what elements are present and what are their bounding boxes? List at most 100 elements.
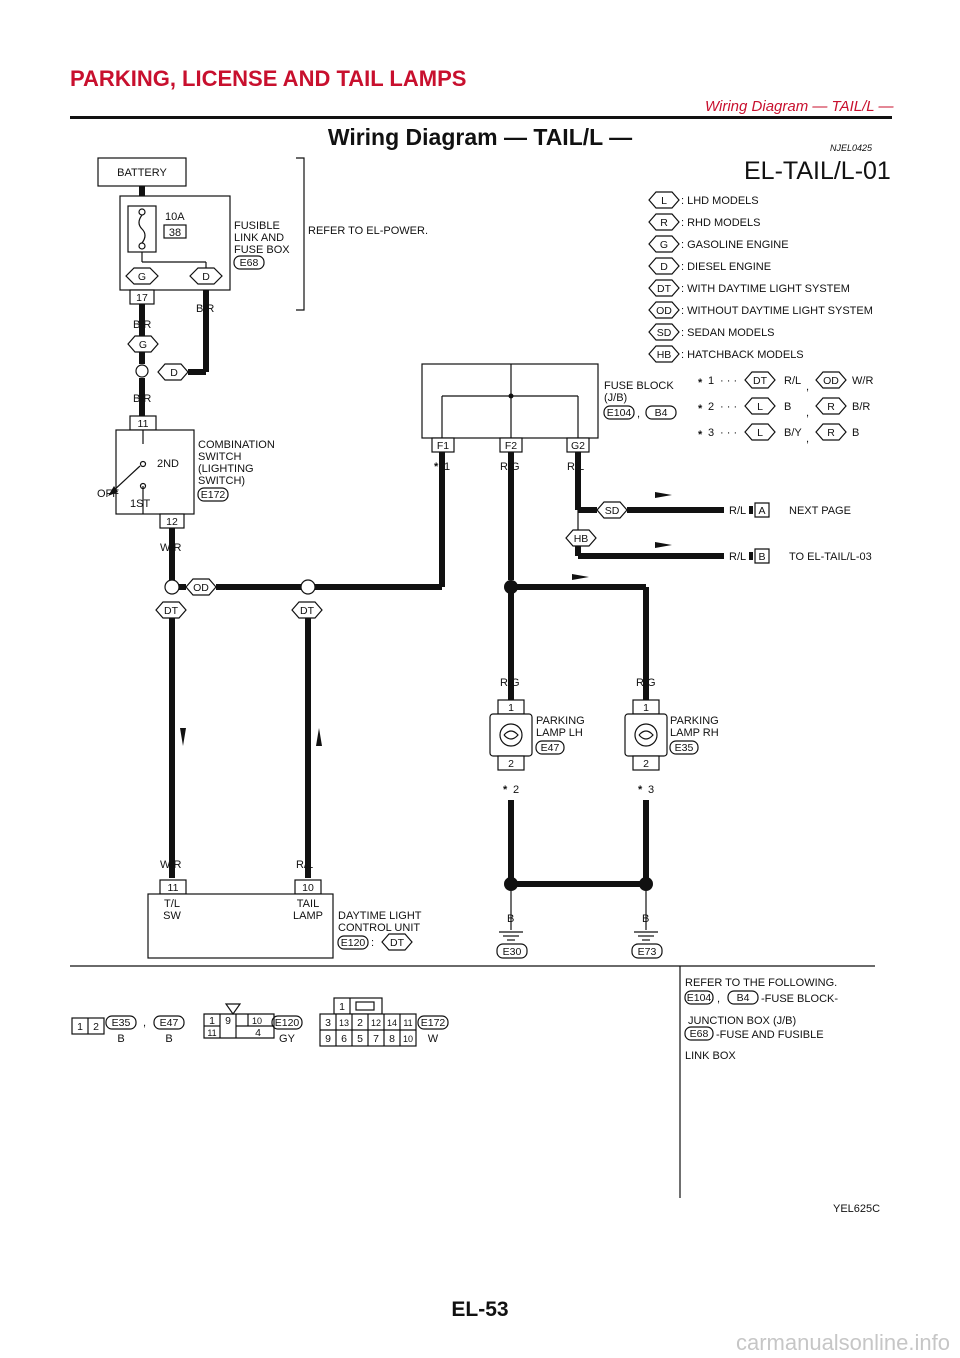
star-note-comma: , xyxy=(806,407,809,419)
watermark: carmanualsonline.info xyxy=(735,1330,950,1355)
cv2-pin-1: 1 xyxy=(209,1015,215,1027)
cv3-pin: 8 xyxy=(389,1033,395,1045)
star-note-tag-a-shape xyxy=(744,423,776,441)
combination-switch: 11 2ND 1ST OFF 12 COMBINATION SWITCH (LI… xyxy=(97,415,275,529)
cv3-top: 1 xyxy=(339,1001,345,1013)
dtcu-pin-11: 11 xyxy=(168,882,179,894)
refer-l3: JUNCTION BOX (J/B) xyxy=(688,1015,796,1027)
cv1-pin-2: 2 xyxy=(93,1021,99,1033)
switch-pin-11: 11 xyxy=(138,418,149,430)
cv1-c1: E35 xyxy=(112,1017,131,1029)
refer-l4: -FUSE AND FUSIBLE xyxy=(716,1029,824,1041)
fuse-connector: E68 xyxy=(240,257,259,269)
dtcu-name-l2: CONTROL UNIT xyxy=(338,922,420,934)
star-note-color-a: B/Y xyxy=(784,427,802,439)
connector-a-text: NEXT PAGE xyxy=(789,505,851,517)
fuse-block-conn-a: E104 xyxy=(607,407,632,419)
diagram-id: EL-TAIL/L-01 xyxy=(744,157,891,185)
cv3-pin: 14 xyxy=(387,1018,397,1028)
parking-lamp-lh: 1 2 PARKING LAMP LH E47 xyxy=(489,699,585,771)
wire-star-1: 1 xyxy=(444,461,450,473)
fuse-number: 38 xyxy=(169,227,181,239)
cv3-pin: 12 xyxy=(371,1018,381,1028)
refer-c2: B4 xyxy=(737,992,750,1004)
page-number: EL-53 xyxy=(451,1298,509,1321)
cv1-col2: B xyxy=(165,1033,172,1045)
wire-rl-a: R/L xyxy=(729,505,746,517)
battery-box: BATTERY xyxy=(97,157,187,187)
cv2-color: GY xyxy=(279,1033,296,1045)
cv3-pin: 9 xyxy=(325,1033,331,1045)
star-note-tag-b: R xyxy=(827,427,835,439)
switch-pos-off: OFF xyxy=(97,488,119,500)
legend-tag-g-shape xyxy=(648,235,680,253)
legend-tag-dt-shape xyxy=(648,279,680,297)
star-note-tag-b-shape xyxy=(815,397,847,415)
star-note-dots: · · · xyxy=(720,375,737,387)
connector-b-letter: B xyxy=(758,551,765,563)
star-note-tag-a: DT xyxy=(753,375,768,387)
refer-l2: -FUSE BLOCK- xyxy=(761,993,838,1005)
switch-pos-1st: 1ST xyxy=(130,498,150,510)
fuse-block-g2: G2 xyxy=(571,440,585,452)
cv3-pin: 3 xyxy=(325,1017,331,1029)
star-mark: * xyxy=(698,429,703,441)
star-note-label: 1 xyxy=(708,375,714,387)
header-rule xyxy=(70,116,892,119)
fuse-name-l3: FUSE BOX xyxy=(234,244,290,256)
legend-tag-sd-shape xyxy=(648,323,680,341)
star-note-tag-b-shape xyxy=(815,423,847,441)
legend-tag-sd: SD xyxy=(657,327,672,339)
legend-tag-g: G xyxy=(660,239,668,251)
fuse-block-f1: F1 xyxy=(437,440,449,452)
legend-text-g: : GASOLINE ENGINE xyxy=(681,239,789,251)
star-note-tag-a-shape xyxy=(744,397,776,415)
star-note-tag-a: L xyxy=(757,401,763,413)
fusible-link-box: 10A 38 G D 17 FUSIBLE LINK AND FUSE BOX … xyxy=(119,195,290,305)
fuse-name-l2: LINK AND xyxy=(234,232,284,244)
switch-name-l1: COMBINATION xyxy=(198,439,275,451)
dtcu-tag: DT xyxy=(390,937,405,949)
page-header-title: PARKING, LICENSE AND TAIL LAMPS xyxy=(70,66,467,91)
dtcu-connector: E120 xyxy=(341,937,366,949)
wire-star-2: 2 xyxy=(513,784,519,796)
star-note-label: 2 xyxy=(708,401,714,413)
refer-l1: REFER TO THE FOLLOWING. xyxy=(685,977,837,989)
connector-view-e35-e47: 1 2 E35 , E47 B B xyxy=(71,1015,185,1045)
wire-wr-2: W/R xyxy=(160,859,181,871)
fuse-block-name-l2: (J/B) xyxy=(604,392,627,404)
legend-tag-od: OD xyxy=(656,305,672,317)
star-note-dots: · · · xyxy=(720,427,737,439)
legend-text-od: : WITHOUT DAYTIME LIGHT SYSTEM xyxy=(681,305,873,317)
switch-name-l4: SWITCH) xyxy=(198,475,245,487)
refer-c3: E68 xyxy=(690,1028,709,1040)
cv1-col1: B xyxy=(117,1033,124,1045)
legend-tag-r-shape xyxy=(648,213,680,231)
cv3-code: E172 xyxy=(421,1017,446,1029)
connector-view-e120: 1 9 10 11 4 E120 GY xyxy=(203,1003,303,1045)
section-code: NJEL0425 xyxy=(830,143,873,153)
switch-name-l2: SWITCH xyxy=(198,451,241,463)
cv2-code: E120 xyxy=(275,1017,300,1029)
wire-b-rh: B xyxy=(642,913,649,925)
ground-e73: E73 xyxy=(638,946,657,958)
star-note-tag-b-shape xyxy=(815,371,847,389)
lamp-lh-name-l2: LAMP LH xyxy=(536,727,583,739)
dtcu-sw: SW xyxy=(163,910,181,922)
legend-text-d: : DIESEL ENGINE xyxy=(681,261,771,273)
wire-rl-1: R/L xyxy=(296,859,313,871)
fuse-tag-d: D xyxy=(202,271,210,283)
page-header-subtitle: Wiring Diagram — TAIL/L — xyxy=(705,98,894,115)
fuse-block-conn-b: B4 xyxy=(655,407,668,419)
svg-text:,: , xyxy=(637,408,640,420)
connector-b-text: TO EL-TAIL/L-03 xyxy=(789,551,872,563)
wire-tag-dt-2: DT xyxy=(300,605,315,617)
refer-l5: LINK BOX xyxy=(685,1050,736,1062)
parking-lamp-rh: 1 2 PARKING LAMP RH E35 xyxy=(624,699,719,771)
legend-tag-od-shape xyxy=(648,301,680,319)
svg-text:*: * xyxy=(503,784,508,796)
legend-text-dt: : WITH DAYTIME LIGHT SYSTEM xyxy=(681,283,850,295)
legend-tag-l-shape xyxy=(648,191,680,209)
